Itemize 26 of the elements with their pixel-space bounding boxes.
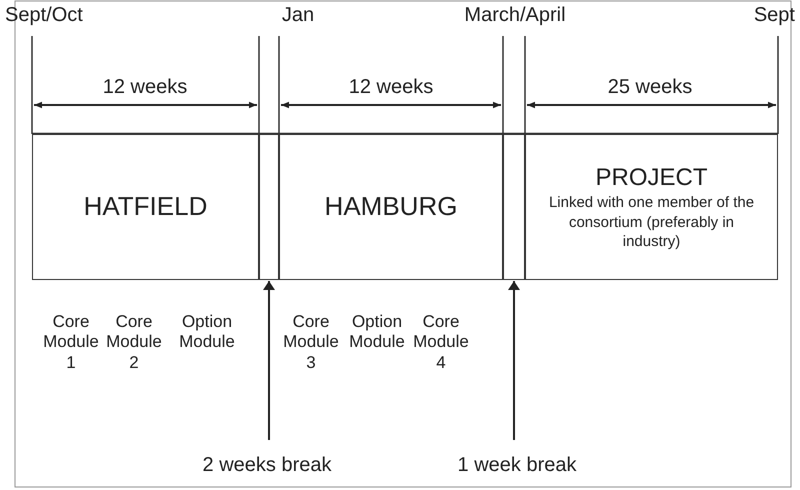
module-label: Option Module bbox=[178, 312, 236, 353]
location-name: HATFIELD bbox=[84, 190, 208, 224]
date-label: Sept bbox=[752, 3, 795, 27]
location-box bbox=[279, 134, 503, 280]
date-label: Jan bbox=[280, 3, 316, 27]
box-description: Linked with one member of the consortium (preferably in industry) bbox=[548, 193, 756, 252]
arrow bbox=[264, 281, 274, 440]
project-box bbox=[525, 134, 778, 280]
module-label: Core Module 3 bbox=[282, 312, 340, 374]
module-label: Option Module bbox=[348, 312, 406, 353]
break-box bbox=[259, 134, 279, 280]
location-name: HAMBURG bbox=[324, 190, 458, 224]
arrow bbox=[510, 281, 518, 440]
break-label: 1 week break bbox=[432, 452, 602, 478]
break-label: 2 weeks break bbox=[172, 452, 362, 478]
break-box bbox=[503, 134, 525, 280]
box-title: PROJECT bbox=[595, 163, 708, 194]
date-label: March/April bbox=[463, 3, 567, 27]
duration-label: 12 weeks bbox=[102, 75, 188, 99]
module-label: Core Module 4 bbox=[412, 312, 470, 374]
module-label: Core Module 1 bbox=[42, 312, 100, 374]
location-box bbox=[32, 134, 259, 280]
duration-label: 25 weeks bbox=[606, 75, 694, 99]
module-label: Core Module 2 bbox=[105, 312, 163, 374]
duration-label: 12 weeks bbox=[348, 75, 434, 99]
date-label: Sept/Oct bbox=[5, 3, 84, 27]
